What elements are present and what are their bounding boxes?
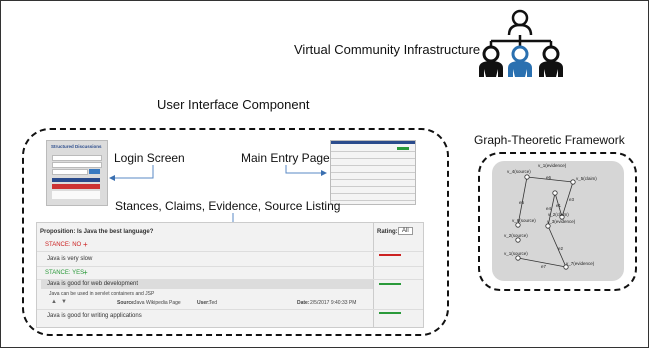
listing-label: Stances, Claims, Evidence, Source Listin…	[115, 199, 341, 213]
graph-boundary	[478, 152, 637, 291]
graph-node	[515, 237, 521, 243]
login-username-field	[52, 155, 102, 161]
login-blue-bar	[52, 178, 100, 182]
graph-edge	[554, 192, 563, 218]
claim-no: Java is very slow	[47, 256, 93, 262]
login-submit-button	[89, 169, 100, 174]
login-arrow	[109, 165, 154, 181]
graph-edge	[517, 257, 567, 268]
community-people-icon	[479, 9, 563, 77]
claim-yes-2: Java is good for writing applications	[47, 313, 142, 319]
edge-label: e7	[541, 264, 547, 269]
graph-edge	[547, 192, 556, 227]
claim-yes-1: Java is good for web development	[47, 281, 139, 287]
node-label: v_7(evidence)	[566, 261, 595, 266]
main-entry-arrow	[285, 165, 327, 176]
stance-yes-add-icon: +	[83, 268, 88, 277]
graph-node	[563, 264, 569, 270]
graph-node	[545, 223, 551, 229]
node-label: v_4(source)	[507, 169, 531, 174]
edge-label: e5	[519, 200, 525, 205]
no-rating-bar	[379, 254, 401, 256]
login-header: Structured Discussions	[51, 144, 102, 149]
rating-label: Rating:	[377, 229, 398, 235]
stance-no: STANCE: NO	[45, 242, 82, 248]
claim-yes-1-detail: Java can be used in servlet containers a…	[49, 291, 155, 297]
edge-label: e1	[556, 203, 562, 208]
user-value: Ted	[209, 300, 218, 306]
rating-select: All	[398, 227, 413, 235]
date-label: Date:	[297, 300, 310, 306]
login-white-area	[52, 191, 100, 199]
graph-node	[515, 255, 521, 261]
node-label: v_1(source)	[504, 251, 528, 256]
main-entry-thumbnail	[330, 140, 416, 205]
source-label: Source:	[117, 300, 136, 306]
stance-no-add-icon: +	[83, 240, 88, 249]
listing-thumbnail: Proposition: Is Java the best language? …	[36, 222, 424, 328]
infrastructure-title: Virtual Community Infrastructure	[294, 42, 481, 57]
graph-node	[515, 222, 521, 228]
node-label: v_1(evidence)	[538, 163, 567, 168]
ui-component-title: User Interface Component	[157, 97, 310, 112]
main-entry-green-button	[397, 147, 409, 150]
graph-edge	[547, 225, 567, 268]
graph-node	[570, 179, 576, 185]
main-entry-header-bar	[331, 141, 415, 144]
graph-edge	[526, 176, 574, 183]
graph-edge	[517, 176, 528, 226]
yes-rating-bar-1	[379, 283, 401, 285]
yes-rating-bar-2	[379, 312, 401, 314]
login-red-bar	[52, 184, 100, 189]
graph-node	[559, 214, 565, 220]
node-label: v_2(source)	[504, 233, 528, 238]
node-label: v_3(evidence)	[547, 219, 576, 224]
stance-yes: STANCE: YES	[45, 270, 85, 276]
graph-panel	[492, 161, 624, 281]
thumbs-down-icon: ▼	[61, 299, 67, 305]
edge-label: e6	[546, 175, 552, 180]
proposition-text: Proposition: Is Java the best language?	[40, 229, 154, 235]
main-entry-label: Main Entry Page	[241, 151, 330, 165]
user-label: User:	[197, 300, 210, 306]
edge-label: e3	[569, 197, 575, 202]
graph-node	[524, 174, 530, 180]
source-value: Java Wikipedia Page	[134, 300, 181, 306]
login-screen-label: Login Screen	[114, 151, 185, 165]
node-label: v_5(claim)	[576, 176, 597, 181]
claim-yes-1-row	[41, 280, 373, 289]
ui-component-boundary	[22, 128, 449, 336]
date-value: 2/5/2017 9:40:33 PM	[310, 300, 357, 306]
edge-label: e4	[546, 206, 552, 211]
login-screen-thumbnail: Structured Discussions	[46, 140, 108, 206]
graph-edge	[561, 181, 574, 218]
login-password-field	[52, 162, 102, 168]
graph-title: Graph-Theoretic Framework	[474, 133, 625, 147]
login-form-field	[52, 169, 88, 175]
thumbs-up-icon: ▲	[51, 299, 57, 305]
graph-node	[552, 190, 558, 196]
node-label: v_6(source)	[512, 218, 536, 223]
edge-label: e2	[558, 246, 564, 251]
node-label: v_2(claim)	[548, 212, 569, 217]
